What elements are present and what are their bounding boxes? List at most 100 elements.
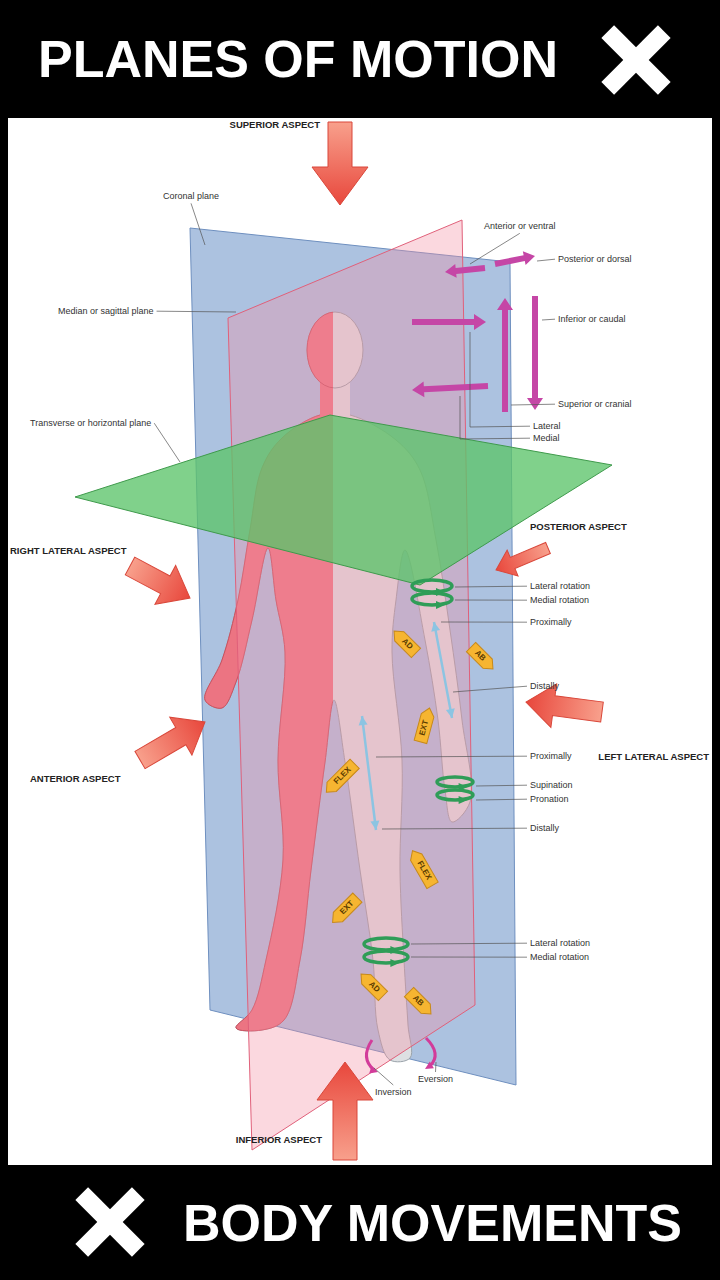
direction-arrow xyxy=(412,314,486,330)
term-label: Anterior or ventral xyxy=(484,221,556,231)
term-label: Transverse or horizontal plane xyxy=(30,418,151,428)
direction-arrow xyxy=(497,298,513,412)
leader-line xyxy=(537,259,555,261)
leader-line xyxy=(455,600,527,601)
leader-line xyxy=(455,586,527,588)
leader-line xyxy=(374,1068,393,1085)
left-lateral-arrow xyxy=(523,680,605,734)
leader-line xyxy=(435,1062,436,1072)
rotation-ring xyxy=(364,951,408,963)
leader-line xyxy=(154,423,180,462)
direction-arrow xyxy=(527,296,543,410)
proximal-distal-head xyxy=(446,708,455,718)
close-icon xyxy=(75,1187,144,1256)
leader-line xyxy=(470,233,520,264)
proximal-distal-head xyxy=(359,716,368,725)
proximal-distal-line xyxy=(362,716,376,830)
rotation-arrowhead xyxy=(459,796,468,804)
term-label: Pronation xyxy=(530,794,569,804)
rotation-ring xyxy=(412,593,452,605)
figure-panel xyxy=(8,118,712,1165)
term-label: Medial rotation xyxy=(530,595,589,605)
proximal-distal-head xyxy=(431,622,440,632)
term-label: Distally xyxy=(530,681,559,691)
leader-line xyxy=(542,319,555,321)
rotation-ring xyxy=(437,777,473,787)
aspect-label: ANTERIOR ASPECT xyxy=(30,774,120,785)
right-lateral-arrow xyxy=(120,547,201,618)
eversion-arrowhead xyxy=(425,1061,434,1069)
eversion-arc xyxy=(426,1038,435,1066)
term-label: Medial xyxy=(533,433,560,443)
term-label: Lateral rotation xyxy=(530,938,590,948)
aspect-label: SUPERIOR ASPECT xyxy=(230,120,320,131)
leader-line xyxy=(511,404,555,406)
term-label: Eversion xyxy=(418,1074,453,1084)
rotation-ring xyxy=(412,580,452,592)
arrow-badge-fill xyxy=(328,893,362,927)
term-label: Proximally xyxy=(530,751,572,761)
term-label: Lateral xyxy=(533,421,561,431)
leader-line xyxy=(191,203,205,245)
arrow-badge-fill xyxy=(321,759,358,796)
arrow-badge-fill xyxy=(406,847,437,888)
close-icon-bar xyxy=(75,1187,144,1256)
term-label: Distally xyxy=(530,823,559,833)
leader-line xyxy=(453,686,527,692)
leader-line xyxy=(476,799,527,801)
term-label: Median or sagittal plane xyxy=(58,306,154,316)
arrow-badge-fill xyxy=(404,987,435,1018)
leader-line xyxy=(157,311,236,313)
sagittal-plane xyxy=(228,220,475,1150)
leader-line xyxy=(411,943,527,945)
term-label: Coronal plane xyxy=(163,191,219,201)
term-label: Proximally xyxy=(530,617,572,627)
arrow-badge-fill xyxy=(356,969,387,1000)
direction-arrow xyxy=(444,261,485,279)
leader-lines xyxy=(154,203,555,1085)
rotation-arrowhead xyxy=(390,959,399,967)
arrow-badge-fill xyxy=(389,626,420,657)
rotation-ring xyxy=(364,938,408,950)
aspect-label: POSTERIOR ASPECT xyxy=(530,522,627,533)
anterior-aspect-arrow xyxy=(129,703,216,779)
close-icon-bar xyxy=(601,25,670,94)
direction-arrow xyxy=(412,378,489,398)
arrow-badge-fill xyxy=(466,642,497,673)
term-label: Inversion xyxy=(375,1087,412,1097)
leader-line xyxy=(382,828,527,830)
rotation-ring xyxy=(437,790,473,800)
leader-line xyxy=(476,785,527,787)
posterior-aspect-arrow xyxy=(491,535,554,583)
term-label: Lateral rotation xyxy=(530,581,590,591)
title-text: PLANES OF MOTION xyxy=(38,33,558,85)
proximal-distal-head xyxy=(370,821,379,830)
aspect-label: LEFT LATERAL ASPECT xyxy=(598,752,709,763)
term-label: Supination xyxy=(530,780,573,790)
term-label: Posterior or dorsal xyxy=(558,254,632,264)
term-label: Medial rotation xyxy=(530,952,589,962)
aspect-label: RIGHT LATERAL ASPECT xyxy=(10,546,126,557)
close-icon-bar xyxy=(75,1187,144,1256)
proximal-distal-line xyxy=(434,622,452,718)
term-label: Superior or cranial xyxy=(558,399,632,409)
rotation-arrowhead xyxy=(436,601,445,609)
aspect-label: INFERIOR ASPECT xyxy=(236,1135,322,1146)
direction-arrow xyxy=(494,249,537,271)
superior-aspect-arrow xyxy=(312,122,368,205)
leader-line xyxy=(470,332,530,427)
inversion-arc xyxy=(366,1040,374,1070)
term-label: Inferior or caudal xyxy=(558,314,626,324)
leader-line xyxy=(460,396,530,439)
inversion-arrowhead xyxy=(369,1066,378,1074)
leader-line xyxy=(441,622,527,623)
caption-text: BODY MOVEMENTS xyxy=(183,1197,682,1249)
leader-line xyxy=(376,756,527,758)
inferior-aspect-arrow xyxy=(317,1062,373,1160)
arrow-badge-fill xyxy=(414,706,436,743)
leader-line xyxy=(411,957,527,958)
close-icon xyxy=(601,25,670,94)
